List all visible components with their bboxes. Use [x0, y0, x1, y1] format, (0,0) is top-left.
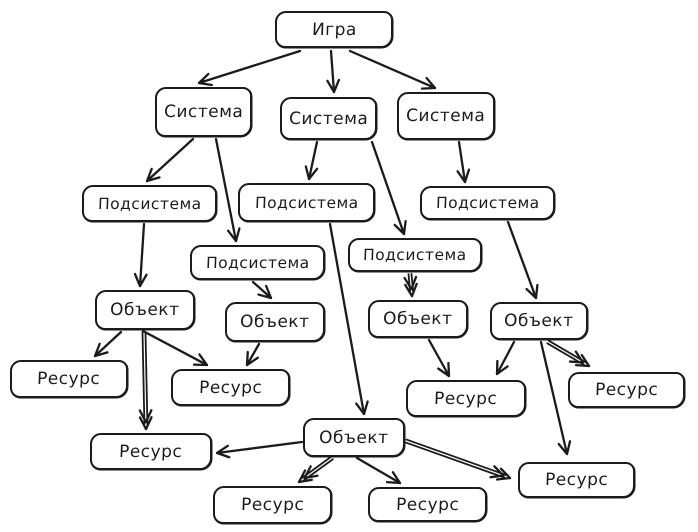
node-resurs-5: Ресурс [90, 433, 212, 470]
edge-obekt-1-to-resurs-1 [93, 330, 123, 358]
edge-igra-to-sistema-2 [326, 49, 341, 94]
node-label: Объект [382, 309, 454, 329]
node-obekt-3: Объект [368, 300, 468, 338]
node-label: Объект [239, 312, 311, 332]
node-resurs-1: Ресурс [10, 360, 128, 398]
node-obekt-5: Объект [303, 418, 405, 457]
edge-obekt-2-to-resurs-2 [245, 342, 261, 367]
node-resurs-8: Ресурс [518, 462, 635, 498]
node-podsistema-3: Подсистема [420, 186, 555, 220]
node-label: Подсистема [97, 194, 202, 213]
node-obekt-4: Объект [490, 302, 588, 340]
edge-obekt-4-to-resurs-3 [495, 340, 516, 376]
node-podsistema-4: Подсистема [190, 245, 325, 280]
node-resurs-4: Ресурс [568, 372, 685, 408]
edge-podsistema-2-to-obekt-5 [328, 222, 369, 416]
edge-igra-to-sistema-3 [348, 49, 437, 90]
node-label: Объект [503, 311, 575, 331]
node-obekt-2: Объект [225, 302, 325, 342]
edge-obekt-1-to-resurs-2 [141, 329, 209, 367]
node-label: Система [405, 106, 487, 126]
node-label: Система [163, 102, 244, 122]
edge-sistema-3-to-podsistema-3 [456, 140, 471, 184]
node-resurs-6: Ресурс [213, 486, 332, 524]
edge-podsistema-4-to-obekt-2 [251, 280, 273, 300]
edge-sistema-1-to-podsistema-4 [214, 137, 241, 243]
edge-igra-to-sistema-1 [197, 49, 302, 87]
edge-obekt-5-to-resurs-5 [215, 440, 304, 459]
edge-sistema-2-to-podsistema-5 [370, 140, 407, 236]
edge-obekt-5-to-resurs-7 [355, 456, 402, 485]
node-podsistema-5: Подсистема [348, 238, 482, 272]
node-igra: Игра [275, 11, 393, 48]
edge-podsistema-5-to-obekt-3 [403, 272, 418, 298]
node-sistema-1: Система [155, 87, 252, 137]
edge-obekt-1-to-resurs-5 [138, 331, 153, 431]
node-label: Подсистема [254, 193, 359, 212]
node-label: Ресурс [37, 369, 101, 389]
node-label: Объект [109, 300, 181, 320]
node-resurs-3: Ресурс [406, 380, 526, 417]
node-label: Объект [318, 427, 390, 448]
edge-obekt-3-to-resurs-3 [427, 338, 451, 378]
node-resurs-7: Ресурс [368, 487, 487, 522]
edge-sistema-2-to-podsistema-2 [304, 140, 319, 181]
node-label: Ресурс [119, 441, 183, 462]
node-label: Ресурс [594, 380, 659, 400]
edge-obekt-5-to-resurs-8 [404, 438, 512, 481]
node-obekt-1: Объект [95, 290, 195, 330]
node-label: Ресурс [434, 388, 498, 409]
node-podsistema-2: Подсистема [238, 183, 375, 222]
node-podsistema-1: Подсистема [82, 185, 217, 222]
node-label: Система [288, 108, 369, 129]
node-label: Подсистема [205, 253, 310, 272]
edge-podsistema-3-to-obekt-4 [506, 220, 539, 300]
edge-sistema-1-to-podsistema-1 [145, 137, 195, 183]
node-sistema-2: Система [280, 97, 377, 140]
node-label: Подсистема [362, 246, 468, 264]
edge-obekt-5-to-resurs-6 [297, 455, 334, 484]
edge-podsistema-1-to-obekt-1 [133, 222, 148, 288]
node-label: Игра [311, 19, 357, 40]
edge-obekt-4-to-resurs-4 [546, 339, 591, 368]
node-sistema-3: Система [397, 92, 495, 140]
node-label: Ресурс [544, 470, 609, 490]
node-resurs-2: Ресурс [171, 369, 290, 406]
node-label: Подсистема [435, 194, 540, 212]
node-label: Ресурс [240, 495, 305, 515]
node-label: Ресурс [395, 494, 460, 515]
edge-obekt-4-to-resurs-8 [539, 340, 572, 456]
node-label: Ресурс [198, 377, 263, 398]
